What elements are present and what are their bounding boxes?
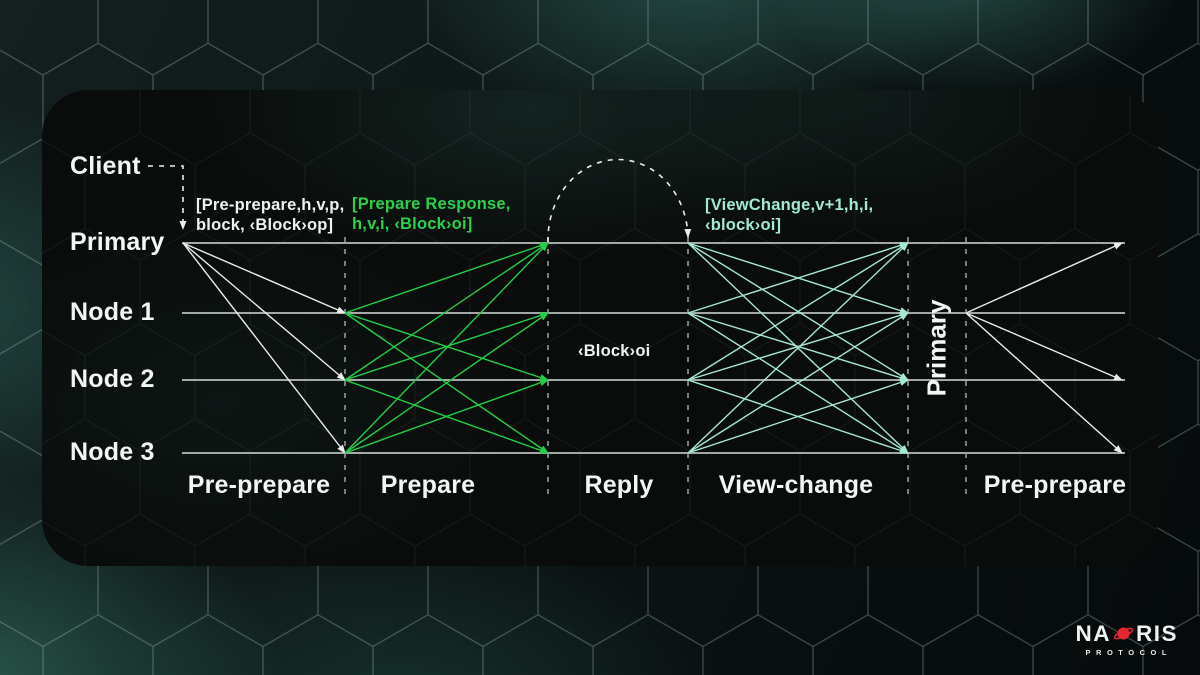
message-arrow-node3-to-node1 [687,312,909,454]
message-arrow-primary-to-node2 [182,242,346,381]
message-arrow-node3-to-node2 [344,379,549,454]
message-arrow-node2-to-primary [687,242,909,381]
phase-label-pre-prepare-1: Pre-prepare [187,471,331,499]
message-arrow-node3-to-primary [344,242,549,454]
panel-hexagons [42,90,1158,566]
message-arrow-node2-to-node1 [344,312,549,381]
client-request-dashed-arrow [148,165,187,230]
logo-subtitle: PROTOCOL [1085,648,1172,657]
phase-label-reply: Reply [584,471,654,499]
message-arrow-node1-to-primary [344,242,549,314]
logo-text-suffix: RIS [1135,620,1178,646]
row-label-node1: Node 1 [70,298,155,326]
saturn-planet-icon [1113,627,1134,640]
annotation-reply-message: ‹Block›oi [578,342,651,360]
message-arrow-node3-to-node1 [344,312,549,454]
phase-label-view-change: View-change [718,471,874,499]
message-arrow-node2-to-node1 [687,311,909,381]
message-arrow-node3-to-node2 [687,379,909,454]
message-arrow-primary-to-node1 [182,242,346,314]
new-primary-label: Primary [921,299,952,397]
annotation-view-change-message: [ViewChange,v+1,h,i, ‹block›oi] [705,196,874,234]
message-arrow-node1-to-node3 [965,312,1123,454]
row-label-primary: Primary [70,228,165,256]
message-arrow-node2-to-primary [344,242,549,381]
message-arrow-node1-to-node2 [965,312,1123,381]
row-label-node3: Node 3 [70,438,155,466]
row-label-client: Client [70,152,141,180]
message-arrow-node1-to-primary [687,242,909,314]
logo-text-prefix: NA [1075,620,1111,646]
logo-wordmark: NA RIS [1075,620,1178,646]
phase-label-pre-prepare-2: Pre-prepare [983,471,1127,499]
reply-dashed-arc-arrow [547,158,692,243]
phase-label-prepare: Prepare [380,471,476,499]
message-arrow-primary-to-node3 [182,242,346,454]
annotation-prepare-response-message: [Prepare Response, h,v,i, ‹Block›oi] [352,195,511,233]
message-arrow-node1-to-primary [965,242,1123,314]
row-label-node2: Node 2 [70,365,155,393]
diagram-panel [42,90,1158,566]
annotation-pre-prepare-message: [Pre-prepare,h,v,p, block, ‹Block›op] [196,196,345,234]
naoris-protocol-logo: NA RIS PROTOCOL [1075,620,1178,657]
message-arrow-node3-to-primary [687,242,909,454]
